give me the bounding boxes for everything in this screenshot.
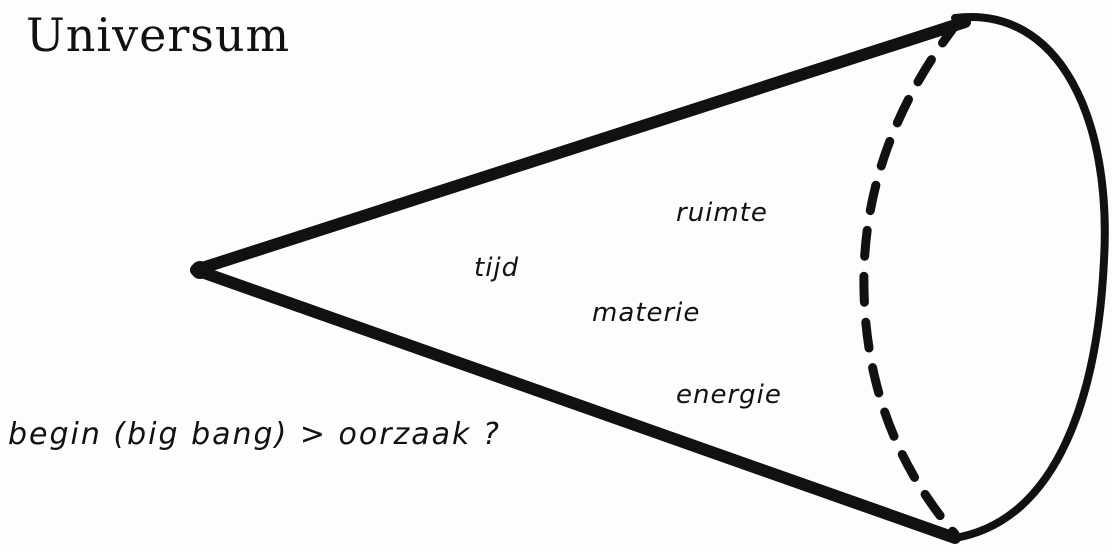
cone-upper-edge	[190, 16, 971, 276]
label-tijd: tijd	[474, 253, 520, 283]
caption-begin: begin (big bang) > oorzaak ?	[8, 417, 501, 452]
cone-base-hidden-arc	[859, 17, 963, 539]
cone-apex	[191, 261, 209, 279]
label-materie: materie	[592, 298, 701, 328]
label-ruimte: ruimte	[676, 198, 768, 228]
diagram-title: Universum	[26, 8, 291, 62]
label-energie: energie	[676, 380, 782, 410]
cone-base-front-arc	[951, 13, 1109, 542]
cone-lower-edge	[190, 264, 961, 544]
